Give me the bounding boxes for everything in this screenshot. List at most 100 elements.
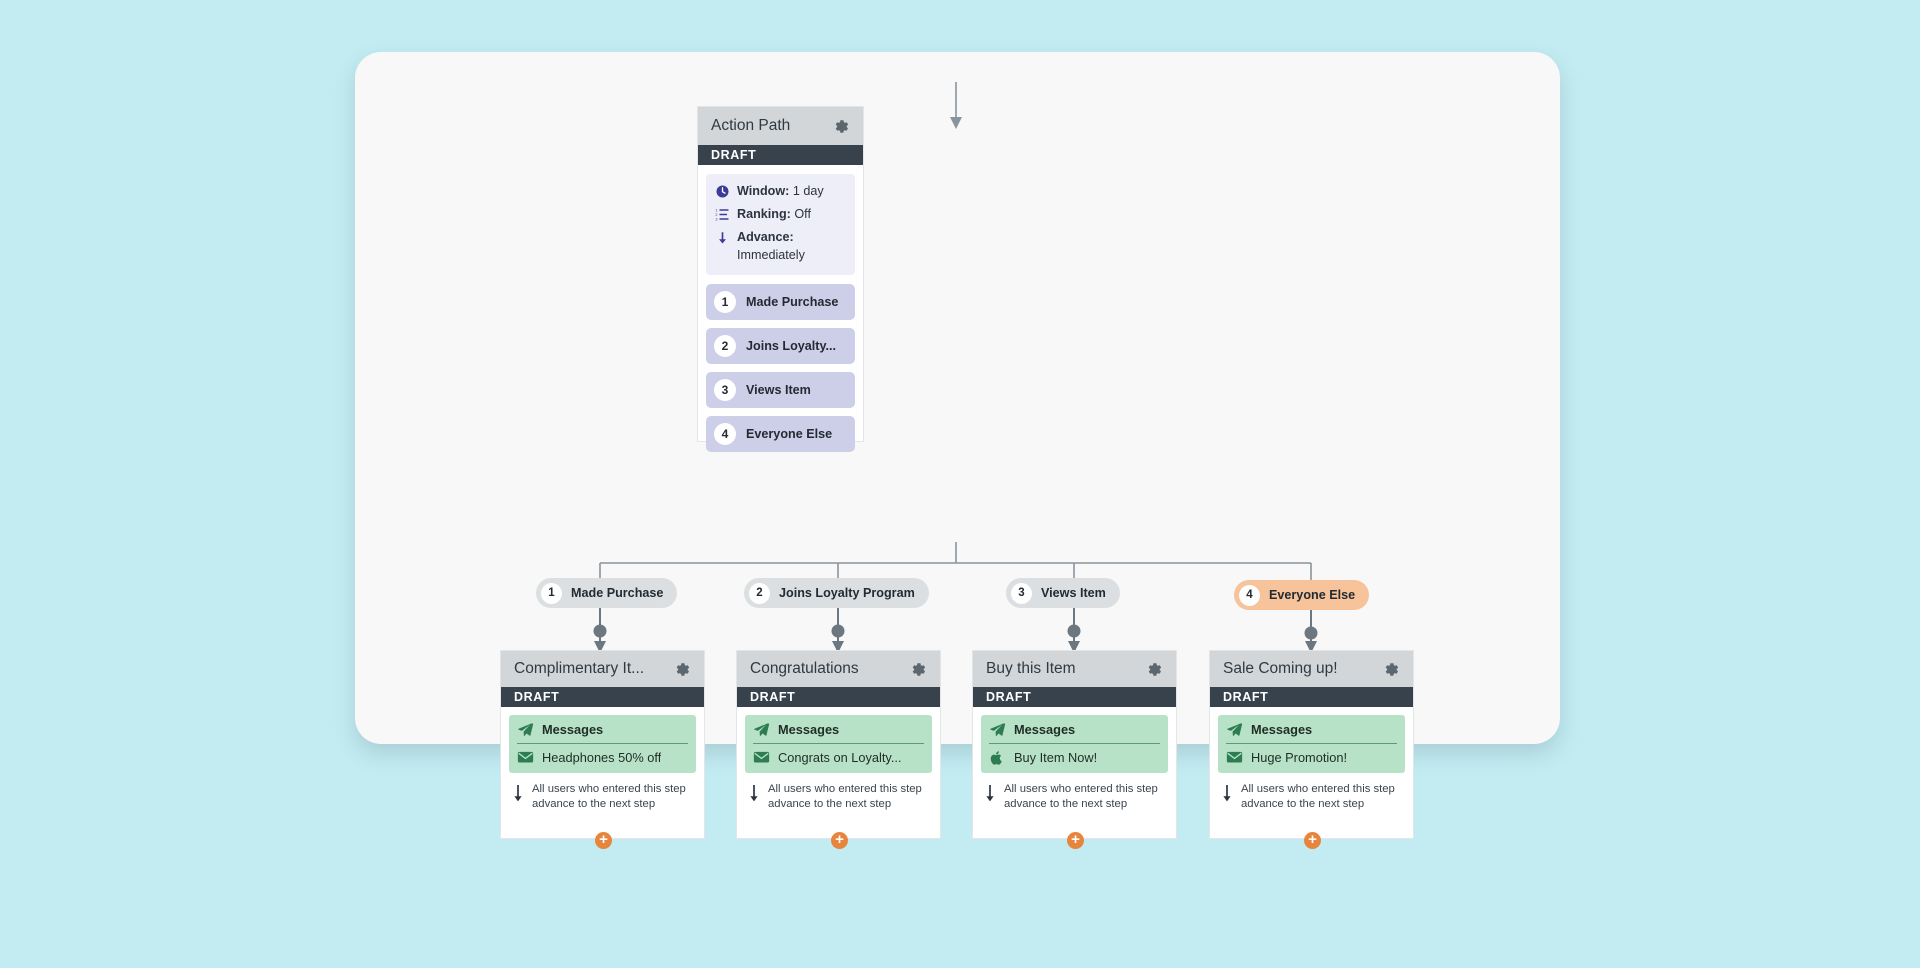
message-item-label: Congrats on Loyalty... (778, 750, 902, 765)
envelope-icon (517, 750, 534, 765)
card-body: Messages Congrats on Loyalty... All user… (737, 707, 940, 820)
message-item[interactable]: Congrats on Loyalty... (753, 750, 924, 765)
branch-pill-2[interactable]: 2 Joins Loyalty Program (744, 578, 929, 608)
branch-pill-3[interactable]: 3 Views Item (1006, 578, 1120, 608)
card-header: Congratulations (737, 651, 940, 687)
gear-icon[interactable] (1383, 661, 1400, 678)
advance-text: All users who entered this step advance … (768, 783, 922, 810)
card-title: Sale Coming up! (1223, 660, 1338, 677)
step-number: 2 (714, 334, 736, 357)
message-card-3[interactable]: Buy this Item DRAFT Messages B (972, 650, 1177, 849)
messages-header: Messages (753, 722, 924, 737)
plus-icon: + (599, 831, 608, 848)
advance-note: All users who entered this step advance … (1218, 773, 1405, 812)
plus-icon: + (1308, 831, 1317, 848)
message-card-1[interactable]: Complimentary It... DRAFT Messages (500, 650, 705, 849)
messages-block[interactable]: Messages Huge Promotion! (1218, 715, 1405, 773)
setting-ranking: 1 2 3 Ranking: Off (715, 206, 846, 224)
messages-block[interactable]: Messages Buy Item Now! (981, 715, 1168, 773)
messages-block[interactable]: Messages Headphones 50% off (509, 715, 696, 773)
messages-label: Messages (778, 722, 840, 737)
status-badge: DRAFT (973, 687, 1176, 707)
card-body: Messages Buy Item Now! All users who ent… (973, 707, 1176, 820)
card-title: Complimentary It... (514, 660, 645, 677)
step-row-3[interactable]: 3 Views Item (706, 371, 855, 408)
down-arrow-icon (747, 783, 761, 803)
paper-plane-icon (989, 722, 1006, 737)
gear-icon[interactable] (1146, 661, 1163, 678)
add-step-button[interactable]: + (595, 832, 612, 849)
divider (1226, 743, 1397, 744)
branch-label: Everyone Else (1269, 588, 1356, 602)
message-item-label: Buy Item Now! (1014, 750, 1098, 765)
add-step-button[interactable]: + (831, 832, 848, 849)
setting-advance-text: Advance:Immediately (737, 229, 805, 262)
down-arrow-icon (1220, 783, 1234, 803)
message-item-label: Headphones 50% off (542, 750, 662, 765)
svg-text:2: 2 (715, 213, 717, 217)
message-card-4[interactable]: Sale Coming up! DRAFT Messages (1209, 650, 1414, 849)
gear-icon[interactable] (833, 118, 850, 135)
status-badge: DRAFT (698, 145, 863, 165)
message-item[interactable]: Headphones 50% off (517, 750, 688, 765)
action-path-card[interactable]: Action Path DRAFT Window: 1 day 1 (697, 106, 864, 452)
step-number: 3 (714, 378, 736, 401)
branch-number: 1 (541, 582, 562, 604)
advance-text: All users who entered this step advance … (532, 783, 686, 810)
down-arrow-icon (715, 230, 730, 245)
svg-text:3: 3 (715, 217, 717, 221)
paper-plane-icon (517, 722, 534, 737)
setting-advance: Advance:Immediately (715, 229, 846, 265)
branch-number: 3 (1011, 582, 1032, 604)
paper-plane-icon (1226, 722, 1243, 737)
branch-number: 2 (749, 582, 770, 604)
messages-header: Messages (989, 722, 1160, 737)
advance-note: All users who entered this step advance … (981, 773, 1168, 812)
advance-text: All users who entered this step advance … (1004, 783, 1158, 810)
step-label: Made Purchase (746, 294, 839, 309)
divider (989, 743, 1160, 744)
messages-header: Messages (517, 722, 688, 737)
settings-summary: Window: 1 day 1 2 3 Ranking: Off (706, 174, 855, 275)
step-row-1[interactable]: 1 Made Purchase (706, 283, 855, 320)
action-path-header: Action Path (698, 107, 863, 145)
plus-icon: + (835, 831, 844, 848)
divider (517, 743, 688, 744)
down-arrow-icon (983, 783, 997, 803)
setting-window: Window: 1 day (715, 183, 846, 201)
add-step-button[interactable]: + (1304, 832, 1321, 849)
gear-icon[interactable] (910, 661, 927, 678)
step-row-2[interactable]: 2 Joins Loyalty... (706, 327, 855, 364)
step-label: Everyone Else (746, 426, 833, 441)
card-header: Complimentary It... (501, 651, 704, 687)
branch-pill-4[interactable]: 4 Everyone Else (1234, 580, 1370, 610)
status-badge: DRAFT (737, 687, 940, 707)
advance-note: All users who entered this step advance … (509, 773, 696, 812)
messages-label: Messages (1014, 722, 1076, 737)
envelope-icon (753, 750, 770, 765)
messages-header: Messages (1226, 722, 1397, 737)
message-card-2[interactable]: Congratulations DRAFT Messages (736, 650, 941, 849)
clock-icon (715, 184, 730, 199)
ranking-list-icon: 1 2 3 (715, 207, 730, 222)
branch-pill-1[interactable]: 1 Made Purchase (536, 578, 678, 608)
card-body: Messages Huge Promotion! All users who e… (1210, 707, 1413, 820)
svg-text:1: 1 (715, 208, 717, 212)
step-number: 4 (714, 422, 736, 445)
step-row-4[interactable]: 4 Everyone Else (706, 415, 855, 452)
page-title: Action Path (711, 117, 791, 134)
add-step-button[interactable]: + (1067, 832, 1084, 849)
card-header: Sale Coming up! (1210, 651, 1413, 687)
gear-icon[interactable] (674, 661, 691, 678)
messages-block[interactable]: Messages Congrats on Loyalty... (745, 715, 932, 773)
message-item[interactable]: Huge Promotion! (1226, 750, 1397, 765)
branch-number: 4 (1239, 584, 1260, 606)
workflow-panel (355, 52, 1560, 744)
message-item[interactable]: Buy Item Now! (989, 750, 1160, 765)
divider (753, 743, 924, 744)
status-badge: DRAFT (501, 687, 704, 707)
status-badge: DRAFT (1210, 687, 1413, 707)
card-body: Messages Headphones 50% off All users wh… (501, 707, 704, 820)
plus-icon: + (1071, 831, 1080, 848)
